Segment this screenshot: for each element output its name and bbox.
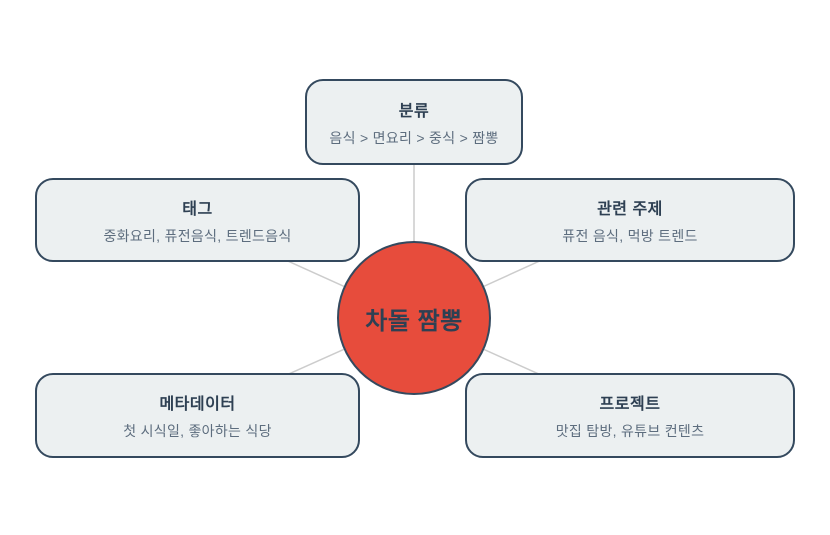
node-project: 프로젝트 맛집 탐방, 유튜브 컨텐츠 [465, 373, 795, 458]
node-tags-subtitle: 중화요리, 퓨전음식, 트렌드음식 [103, 227, 292, 244]
center-node-label: 차돌 짬뽕 [365, 307, 463, 335]
center-node: 차돌 짬뽕 [337, 241, 491, 395]
node-project-title: 프로젝트 [599, 396, 661, 413]
node-related-topics-subtitle: 퓨전 음식, 먹방 트렌드 [562, 227, 698, 244]
node-metadata-subtitle: 첫 시식일, 좋아하는 식당 [123, 423, 272, 439]
node-category-subtitle: 음식 > 면요리 > 중식 > 짬뽕 [329, 129, 499, 146]
node-tags: 태그 중화요리, 퓨전음식, 트렌드음식 [35, 178, 360, 262]
node-category: 분류 음식 > 면요리 > 중식 > 짬뽕 [305, 79, 523, 165]
node-project-subtitle: 맛집 탐방, 유튜브 컨텐츠 [555, 423, 705, 439]
node-tags-title: 태그 [182, 200, 213, 218]
node-metadata-title: 메타데이터 [159, 396, 236, 413]
node-metadata: 메타데이터 첫 시식일, 좋아하는 식당 [35, 373, 360, 458]
node-category-title: 분류 [398, 102, 430, 120]
node-related-topics-title: 관련 주제 [597, 200, 663, 218]
node-related-topics: 관련 주제 퓨전 음식, 먹방 트렌드 [465, 178, 795, 262]
